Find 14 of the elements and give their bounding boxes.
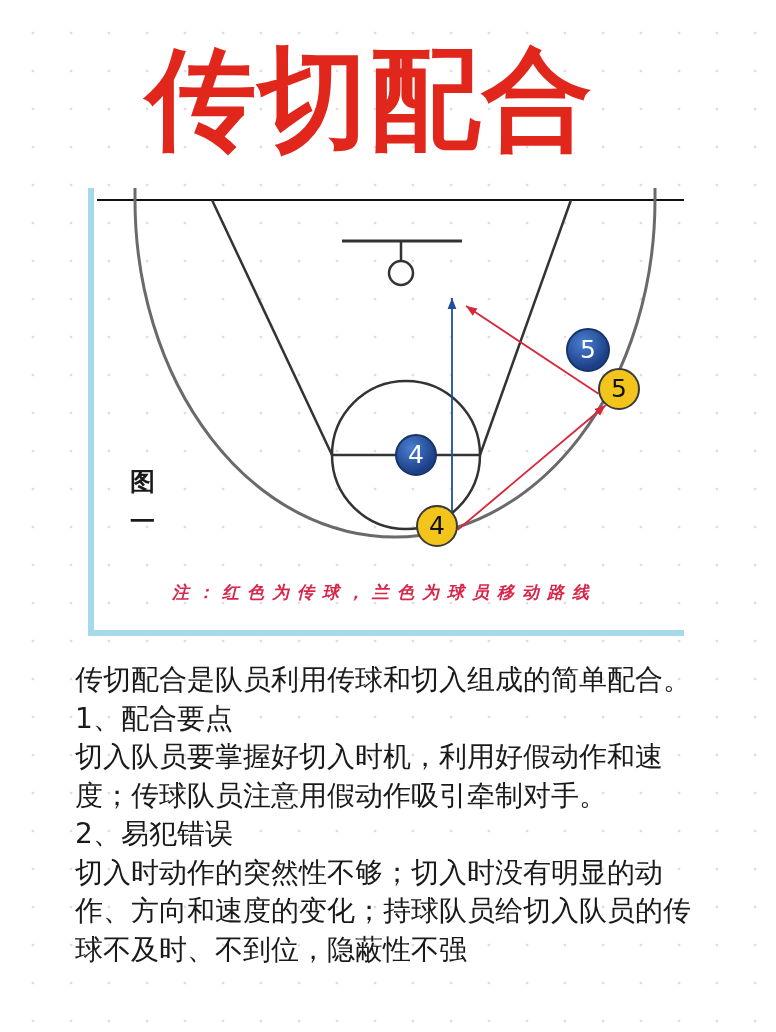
arrow <box>465 305 600 395</box>
arrow <box>447 297 457 513</box>
figure-label: 图一 <box>129 466 155 538</box>
player-marker: 4 <box>416 505 458 547</box>
body-text: 切入队员要掌握好切入时机，利用好假动作和速度；传球队员注意用假动作吸引牵制对手。 <box>75 739 664 814</box>
note-text: 注：红色为传球，兰色为球员移动路线 <box>172 582 597 602</box>
player-marker: 5 <box>566 328 610 372</box>
player-marker: 5 <box>598 368 640 410</box>
intro-text: 传切配合是队员利用传球和切入组成的简单配合。 <box>75 662 691 698</box>
arrow <box>456 404 607 531</box>
body-text: 切入时动作的突然性不够；切入时没有明显的动作、方向和速度的变化；持球队员给切入队员的传球不及时、不到位，隐蔽性不强 <box>75 854 692 968</box>
player-marker: 4 <box>395 434 437 476</box>
section-heading: 1、配合要点 <box>75 700 233 737</box>
section-heading: 2、易犯错误 <box>75 816 233 852</box>
